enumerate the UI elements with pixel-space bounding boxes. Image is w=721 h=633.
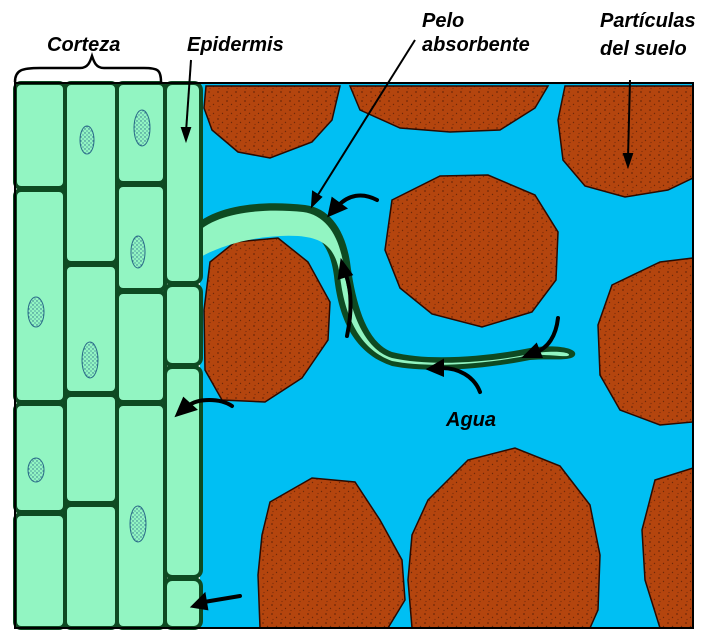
- label-corteza: Corteza: [47, 34, 120, 57]
- label-particulas-line2: del suelo: [600, 38, 687, 61]
- label-epidermis: Epidermis: [187, 34, 284, 57]
- nucleus: [28, 297, 44, 327]
- label-pelo-absorbente-line2: absorbente: [422, 34, 530, 57]
- epidermis-cells: [165, 83, 201, 628]
- nucleus: [131, 236, 145, 268]
- nucleus: [80, 126, 94, 154]
- label-particulas-line1: Partículas: [600, 10, 696, 33]
- nucleus: [28, 458, 44, 482]
- cortex-bracket: [15, 56, 161, 82]
- nucleus: [130, 506, 146, 542]
- label-agua: Agua: [446, 409, 496, 432]
- nucleus: [134, 110, 150, 146]
- nucleus: [82, 342, 98, 378]
- label-pelo-absorbente-line1: Pelo: [422, 10, 464, 33]
